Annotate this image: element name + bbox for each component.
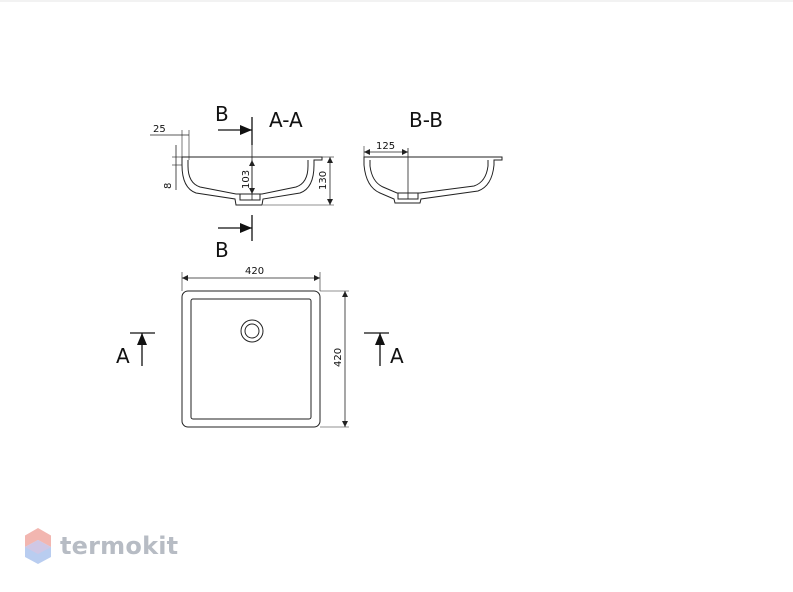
- section-bb-profile-outer: [363, 156, 503, 204]
- section-bb-title: B-B: [409, 108, 443, 132]
- dim-aa-rim-offset: 25: [153, 124, 166, 135]
- dim-aa-bowl-depth: 103: [241, 170, 252, 189]
- dim-plan-width: 420: [245, 266, 264, 277]
- top-divider: [0, 0, 793, 2]
- cut-b-top-label: B: [215, 102, 229, 126]
- section-bb-view: 125 B-B: [363, 108, 503, 204]
- cut-a-right-label: A: [390, 344, 404, 368]
- cut-b-bottom-label: B: [215, 238, 229, 262]
- plan-drain-outer: [240, 319, 264, 343]
- watermark-text: termokit: [60, 532, 179, 560]
- plan-drain-inner: [244, 323, 260, 339]
- section-bb-profile-inner: [369, 160, 489, 194]
- section-aa-view: 25 8 103 130 A-A B B: [150, 102, 334, 262]
- dim-aa-total-height: 130: [318, 171, 329, 190]
- section-aa-drain: [239, 193, 261, 201]
- dim-aa-rim-height: 8: [163, 183, 174, 189]
- cut-a-left-label: A: [116, 344, 130, 368]
- plan-view: 420 420 A A: [116, 266, 404, 428]
- plan-outer-rim: [181, 290, 321, 428]
- dim-plan-depth: 420: [333, 348, 344, 367]
- section-aa-profile-outer: [181, 156, 323, 206]
- dim-bb-drain-offset: 125: [376, 141, 395, 152]
- termokit-logo-icon: [25, 528, 51, 564]
- plan-bowl: [190, 298, 312, 420]
- termokit-watermark: termokit: [24, 527, 178, 565]
- section-aa-title: A-A: [269, 108, 303, 132]
